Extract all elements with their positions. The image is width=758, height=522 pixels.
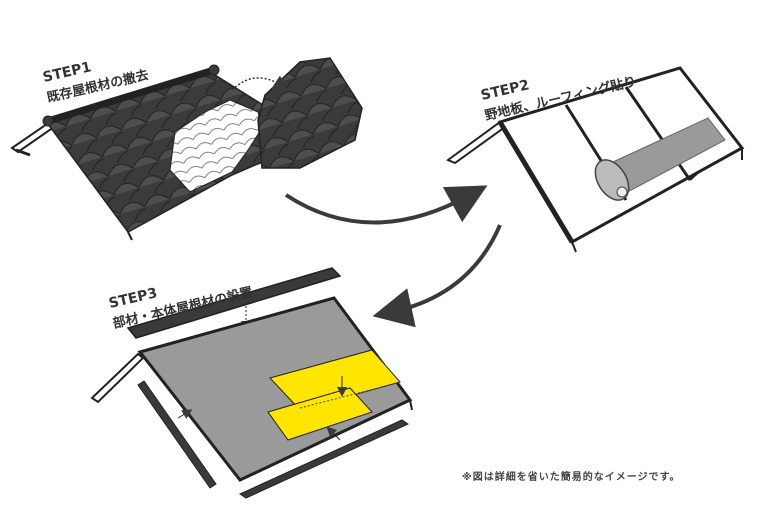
step3-illustration — [90, 267, 413, 499]
roofing-panel-lower — [267, 387, 373, 441]
ridge-cap — [126, 267, 342, 339]
eave-trim — [137, 380, 217, 489]
roofing-panel-upper — [269, 349, 401, 411]
step2-illustration — [445, 66, 745, 253]
removed-tiles — [257, 57, 363, 169]
arrow-step1-to-step2 — [284, 185, 488, 225]
arrow-step2-to-step3 — [372, 224, 502, 328]
removed-area — [169, 99, 263, 193]
sheathing-board — [497, 66, 745, 245]
disclaimer-note: ※図は詳細を省いた簡易的なイメージです。 — [462, 472, 681, 483]
step1-illustration — [10, 57, 363, 241]
